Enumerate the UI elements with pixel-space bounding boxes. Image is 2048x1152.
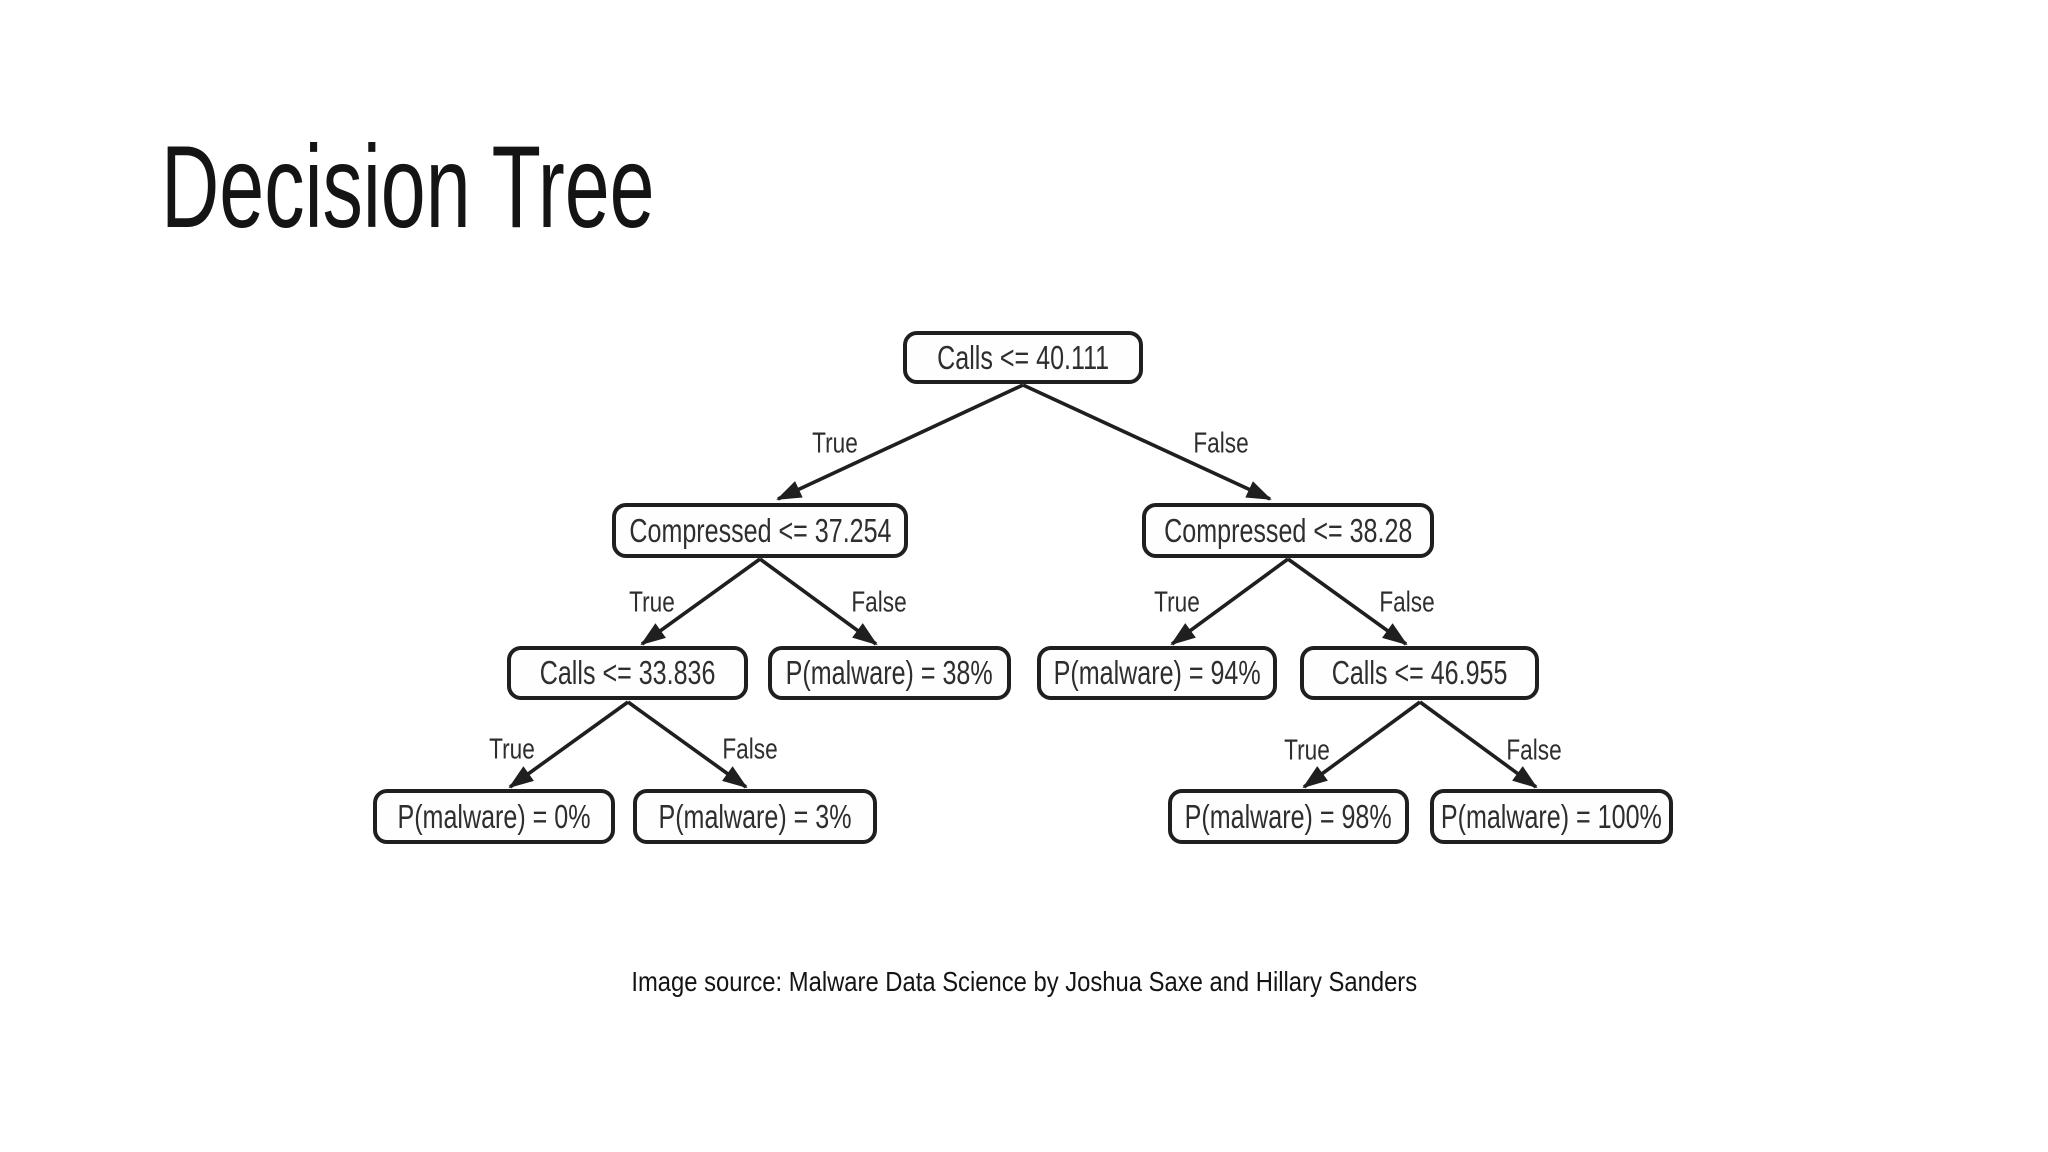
edge-label-l-true: True [629,586,675,619]
edge-label-root-false: False [1193,427,1249,460]
edge-label-root-true: True [812,427,858,460]
tree-node-p-malware-98: P(malware) = 98% [1168,789,1409,844]
image-source-caption: Image source: Malware Data Science by Jo… [0,966,2048,998]
tree-node-label: P(malware) = 3% [658,797,852,835]
edge-label-ll-true: True [489,733,535,766]
tree-node-label: Compressed <= 38.28 [1163,511,1413,549]
edge-label-rr-false: False [1506,734,1562,767]
tree-node-p-malware-94: P(malware) = 94% [1037,646,1277,700]
tree-node-label: P(malware) = 98% [1185,797,1393,835]
edge-line-r-false [1286,557,1408,646]
tree-node-calls-46-955: Calls <= 46.955 [1300,646,1539,700]
page-title-text: Decision Tree [161,121,655,252]
edge-label-ll-false: False [722,733,778,766]
edge-label-r-true: True [1154,586,1200,619]
tree-node-p-malware-0: P(malware) = 0% [373,789,615,844]
tree-node-p-malware-38: P(malware) = 38% [768,646,1011,700]
tree-node-label: P(malware) = 0% [397,797,591,835]
tree-node-calls-33-836: Calls <= 33.836 [507,646,748,700]
edge-line-root-true [776,383,1024,501]
tree-node-label: P(malware) = 100% [1441,797,1662,835]
tree-node-label: P(malware) = 38% [786,654,994,691]
tree-node-compressed-38-28: Compressed <= 38.28 [1142,503,1434,558]
tree-node-label: Calls <= 40.111 [937,338,1109,376]
edge-line-ll-true [508,700,630,789]
edge-line-root-false [1022,383,1272,501]
edge-label-r-false: False [1379,586,1435,619]
edge-line-rr-true [1302,700,1422,789]
tree-node-label: Calls <= 33.836 [539,654,716,691]
tree-node-label: P(malware) = 94% [1053,654,1261,691]
edge-line-r-true [1170,557,1290,646]
tree-node-label: Compressed <= 37.254 [628,511,892,549]
tree-node-label: Calls <= 46.955 [1331,654,1508,691]
edge-label-l-false: False [851,586,907,619]
tree-node-calls-40-111: Calls <= 40.111 [903,331,1143,384]
edge-label-rr-true: True [1284,734,1330,767]
tree-node-compressed-37-254: Compressed <= 37.254 [612,503,908,558]
edge-line-l-false [758,557,878,646]
tree-node-p-malware-3: P(malware) = 3% [633,789,877,844]
edge-line-l-true [640,557,762,646]
edge-line-rr-false [1418,700,1538,789]
page-title: Decision Tree [161,128,876,245]
tree-node-p-malware-100: P(malware) = 100% [1430,789,1673,844]
edge-line-ll-false [626,700,748,789]
image-source-caption-text: Image source: Malware Data Science by Jo… [631,966,1417,997]
